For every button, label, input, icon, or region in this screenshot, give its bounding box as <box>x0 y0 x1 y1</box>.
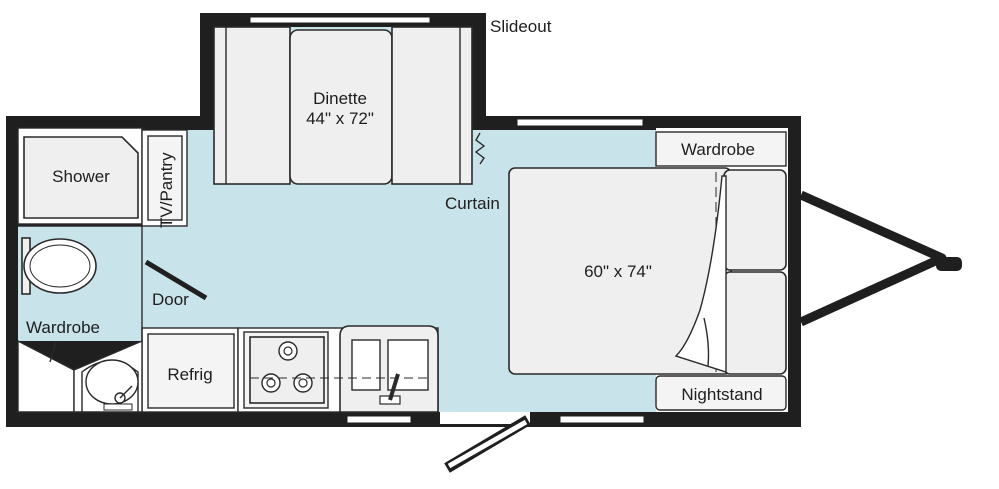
tv-pantry: TV/Pantry <box>141 129 188 228</box>
wardrobe-rear-label: Wardrobe <box>26 318 100 337</box>
dinette-size-label: 44" x 72" <box>306 109 374 128</box>
refrigerator: Refrig <box>147 333 235 409</box>
windows <box>249 16 645 424</box>
nightstand-label: Nightstand <box>681 385 762 404</box>
kitchen-counter <box>237 325 439 413</box>
nightstand: Nightstand <box>655 375 787 411</box>
wardrobe-front-label: Wardrobe <box>681 140 755 159</box>
lav-sink <box>81 359 139 413</box>
slideout-label: Slideout <box>490 17 552 36</box>
curtain-label: Curtain <box>445 194 500 213</box>
rear-wardrobe: Wardrobe <box>26 318 100 363</box>
bed: 60" x 74" <box>508 167 787 375</box>
shower: Shower <box>23 136 139 219</box>
hitch-tongue <box>799 190 962 327</box>
bathroom-door: Door <box>144 259 208 309</box>
bed-size-label: 60" x 74" <box>584 262 652 281</box>
front-wardrobe: Wardrobe <box>655 131 787 167</box>
curtain: Curtain <box>445 132 500 213</box>
dinette-label: Dinette <box>313 89 367 108</box>
tv-pantry-label: TV/Pantry <box>157 152 176 228</box>
door-label: Door <box>152 290 189 309</box>
entry-door <box>440 412 531 473</box>
dinette: Dinette 44" x 72" <box>213 26 473 185</box>
toilet <box>21 237 97 295</box>
refrig-label: Refrig <box>167 365 212 384</box>
shower-label: Shower <box>52 167 110 186</box>
